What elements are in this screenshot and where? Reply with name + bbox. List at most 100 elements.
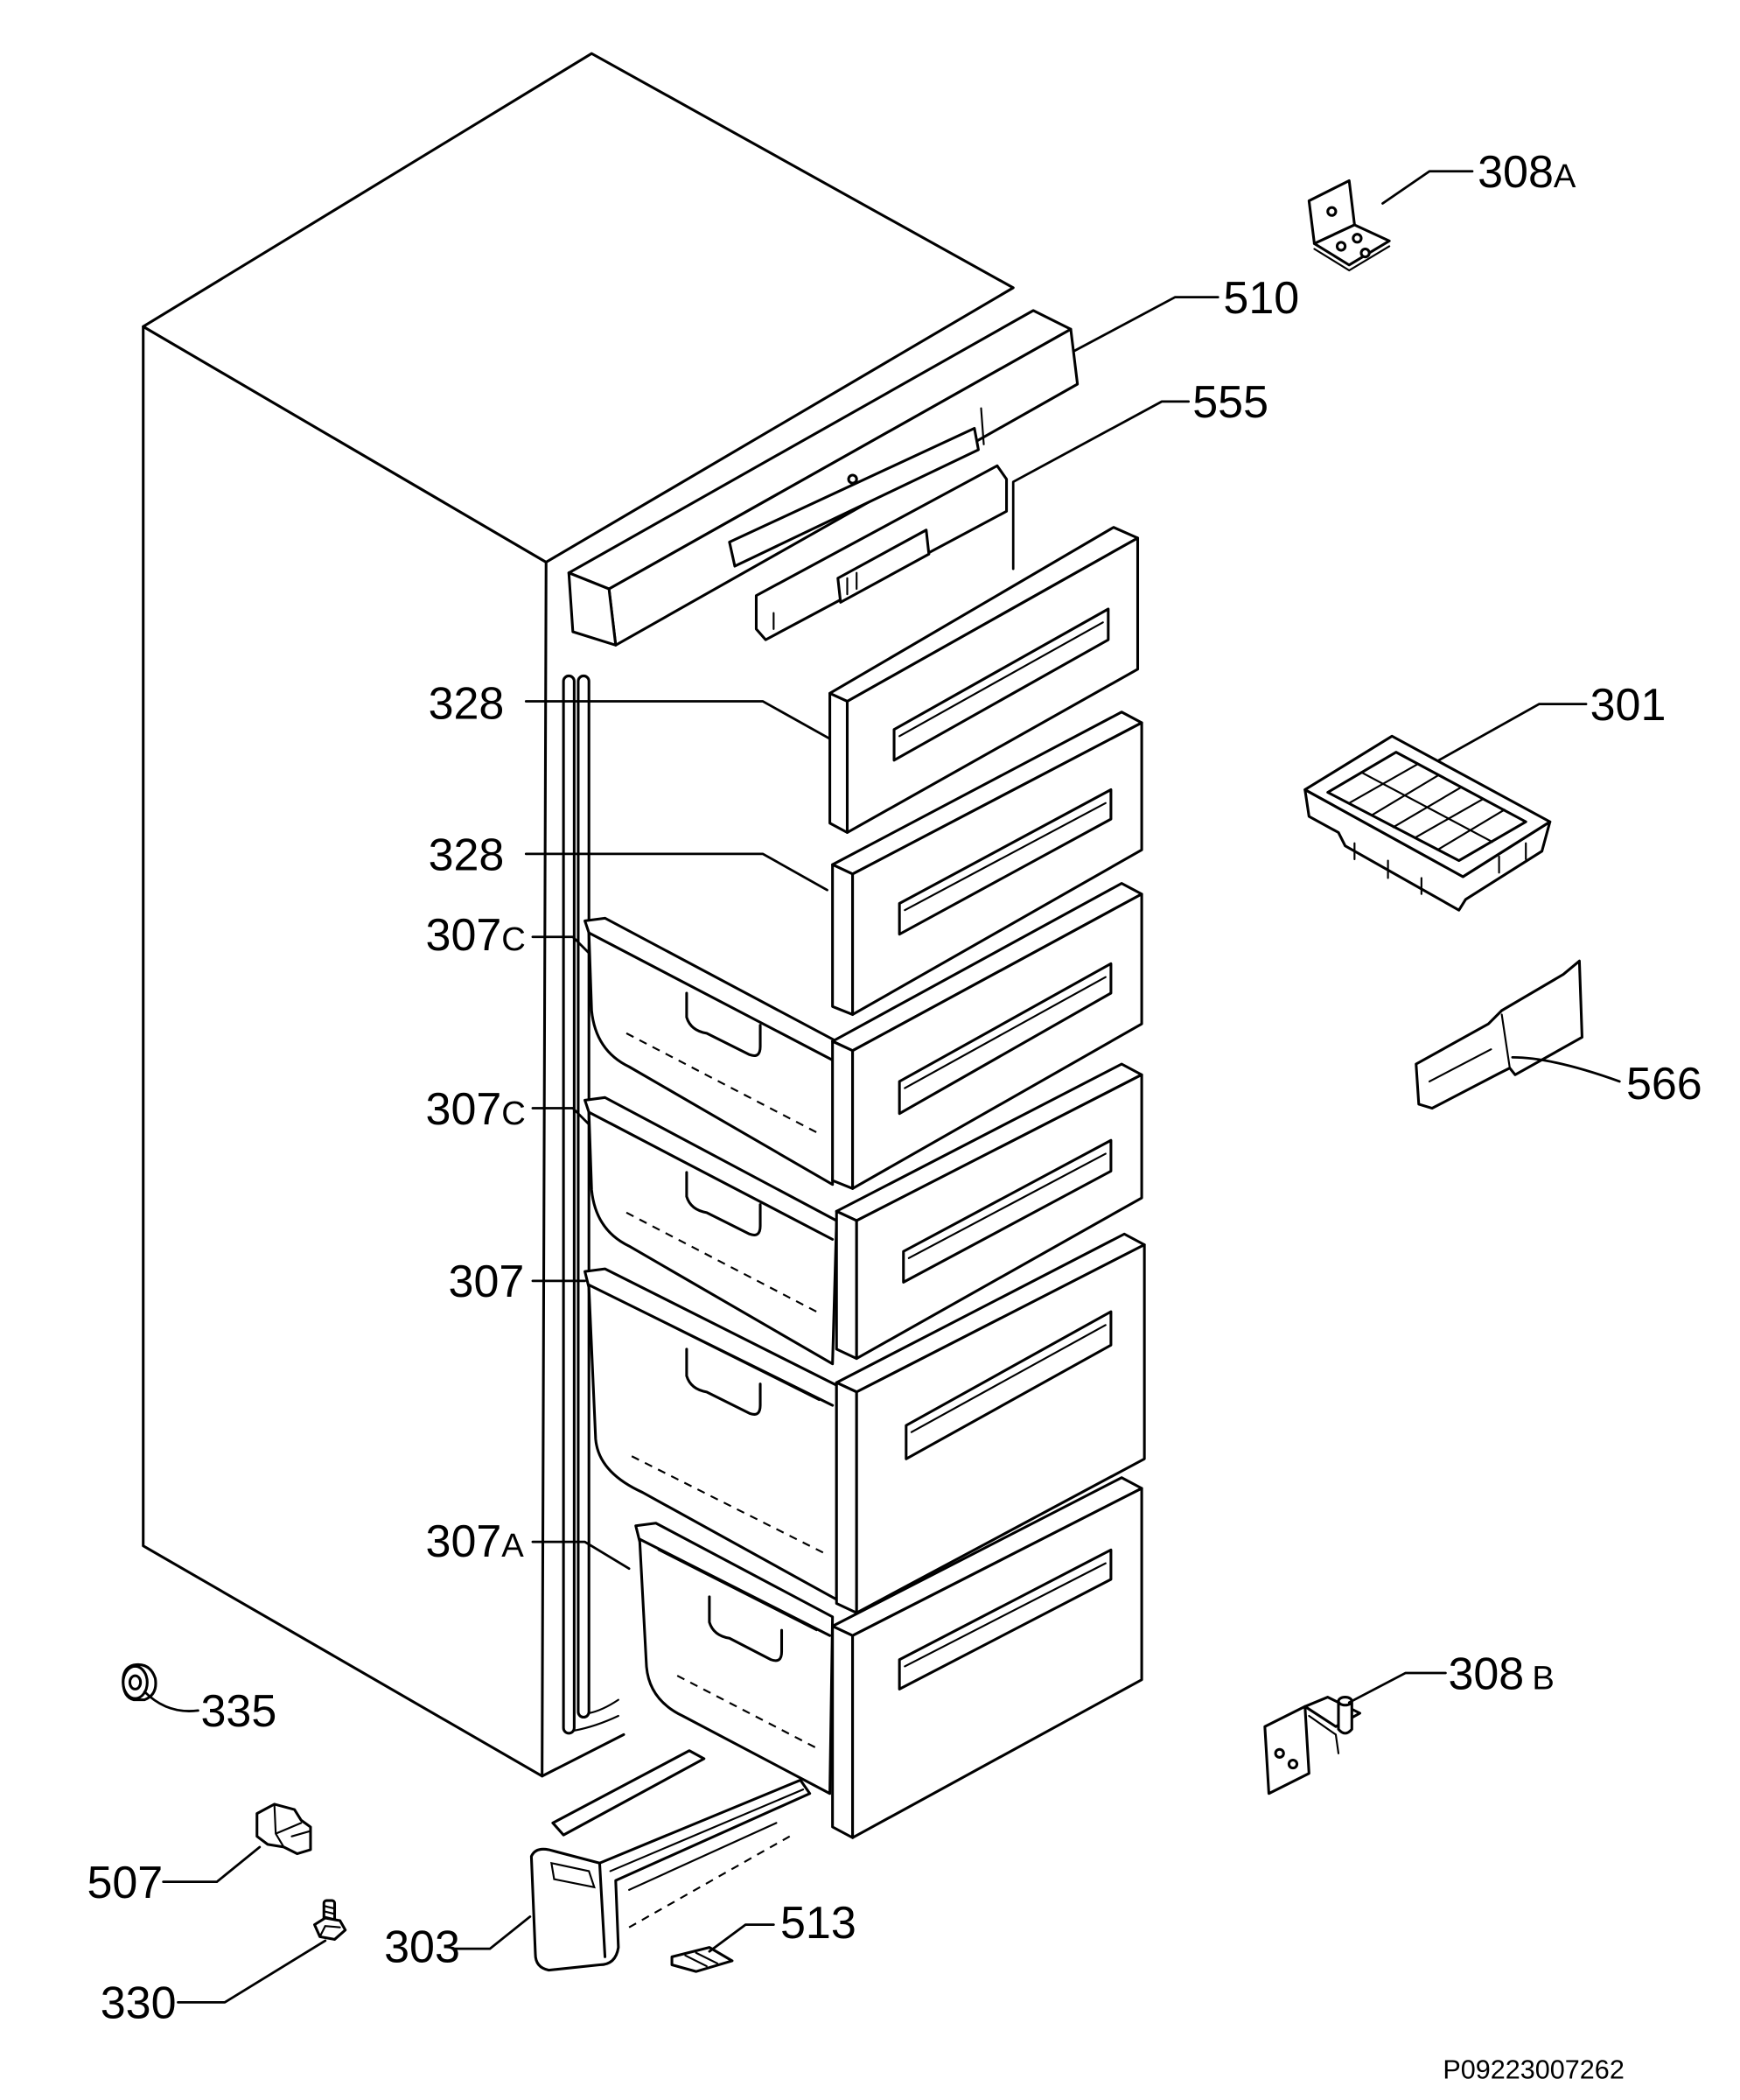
display-panel-screen <box>836 528 931 604</box>
leader-line <box>1511 1056 1621 1083</box>
drawer-front-328-upper <box>828 526 1140 834</box>
front-handle-recess <box>902 1138 1113 1284</box>
bin-rim-lip <box>638 1537 832 1637</box>
kick-plate-303 <box>529 1749 812 1972</box>
callout-566: 566 <box>1511 1056 1702 1110</box>
leader-line <box>143 1690 199 1712</box>
callout-label: 330 <box>101 1978 177 2029</box>
leader-line <box>1437 703 1588 762</box>
callout-label: 307 <box>449 1256 525 1307</box>
drawer-front-328-lower <box>831 710 1143 1016</box>
callout-328-lower: 328 <box>429 830 828 892</box>
hinge-308b <box>1263 1696 1362 1796</box>
kick-plate-front-edge <box>597 1861 607 1958</box>
leader-line <box>1347 1671 1447 1704</box>
foot-hex-edge <box>318 1925 341 1938</box>
hinge-308a <box>1307 178 1391 272</box>
bin-floor-line <box>625 1211 817 1312</box>
hinge-pin <box>1337 1701 1353 1735</box>
bin-rim-inner <box>609 1122 821 1234</box>
leader-line <box>1073 296 1219 353</box>
callout-label: 301 <box>1590 680 1667 731</box>
bin-rim-inner <box>609 942 821 1054</box>
bumper-hole <box>128 1674 143 1690</box>
door-liner-inner <box>577 674 590 1719</box>
clip-507 <box>255 1802 312 1856</box>
drawer-front-307c-lower <box>835 1062 1143 1361</box>
kick-plate-grille-top <box>609 1788 805 1872</box>
drawing-number: P09223007262 <box>1443 2055 1624 2085</box>
control-panel-end <box>567 571 618 647</box>
front-side-face <box>835 1209 858 1361</box>
callout-label: 307A <box>426 1516 525 1567</box>
kick-plate-grille-low <box>628 1835 791 1928</box>
hinge-hole <box>1335 241 1347 252</box>
leader-line <box>453 1915 532 1950</box>
front-side-face <box>828 691 849 834</box>
recess-shade <box>898 621 1104 738</box>
callout-label: 510 <box>1223 273 1299 324</box>
bin-floor-line <box>625 1032 817 1134</box>
callout-301: 301 <box>1437 680 1667 762</box>
hinge-hole <box>1326 206 1338 217</box>
leader-line <box>177 1939 327 2004</box>
callout-513: 513 <box>708 1898 856 1953</box>
callout-335: 335 <box>143 1686 277 1737</box>
bin-handle <box>685 1348 762 1416</box>
bin-rim-inner <box>657 1549 818 1632</box>
leader-line <box>1381 170 1474 205</box>
recess-shade <box>904 976 1107 1089</box>
kick-plate-body <box>529 1778 812 1972</box>
callout-328-upper: 328 <box>429 678 831 740</box>
part-513-body <box>670 1946 734 1973</box>
callout-label: 307C <box>426 910 526 961</box>
bin-floor-line <box>631 1455 824 1554</box>
callout-307c-upper: 307C <box>426 910 590 961</box>
scraper-ridge <box>1500 1013 1511 1069</box>
bin-handle <box>685 991 762 1058</box>
control-panel-indicator <box>847 473 858 485</box>
front-side-face <box>831 1040 855 1190</box>
callout-555: 555 <box>1011 377 1268 570</box>
callout-307c-lower: 307C <box>426 1084 590 1135</box>
hinge-bend-line <box>1308 1714 1340 1754</box>
front-handle-recess <box>898 962 1113 1116</box>
cabinet-top-panel <box>142 52 1015 564</box>
hinge-vertical-plate <box>1263 1704 1310 1796</box>
clip-body <box>255 1802 312 1856</box>
hinge-horizontal-plate <box>1312 223 1391 267</box>
leader-line <box>531 935 590 955</box>
scraper-handle-slot <box>1428 1048 1492 1083</box>
leader-line <box>524 700 831 740</box>
bin-handle <box>685 1171 762 1236</box>
bin-body <box>583 1096 838 1366</box>
front-handle-recess <box>892 607 1110 762</box>
cabinet-bottom-front-edge <box>541 1732 625 1778</box>
front-handle-recess <box>905 1310 1113 1460</box>
drawer-bin-307c-upper <box>583 916 838 1186</box>
callout-label: 307C <box>426 1084 526 1135</box>
control-panel-window <box>728 426 980 568</box>
drawer-front-307a <box>831 1476 1143 1839</box>
leader-line <box>524 852 828 892</box>
control-panel-510 <box>567 309 1080 647</box>
drawer-front-307 <box>835 1232 1146 1614</box>
callout-308a: 308A <box>1381 147 1576 205</box>
front-handle-recess <box>898 788 1113 936</box>
recess-shade <box>910 1324 1107 1433</box>
callout-label: 328 <box>429 830 505 880</box>
leader-line <box>1011 400 1191 570</box>
display-panel-555 <box>754 464 1009 641</box>
drawer-bin-307c-lower <box>583 1096 838 1366</box>
ice-scraper-566 <box>1415 959 1583 1110</box>
callout-label: 328 <box>429 678 505 729</box>
bin-body <box>634 1522 835 1796</box>
callout-label: 335 <box>201 1686 277 1737</box>
cabinet-body <box>142 52 1015 1778</box>
callout-label: 507 <box>87 1858 163 1908</box>
callout-label: 303 <box>384 1922 460 1972</box>
part-513 <box>670 1946 734 1973</box>
kick-plate-slot <box>550 1861 596 1889</box>
